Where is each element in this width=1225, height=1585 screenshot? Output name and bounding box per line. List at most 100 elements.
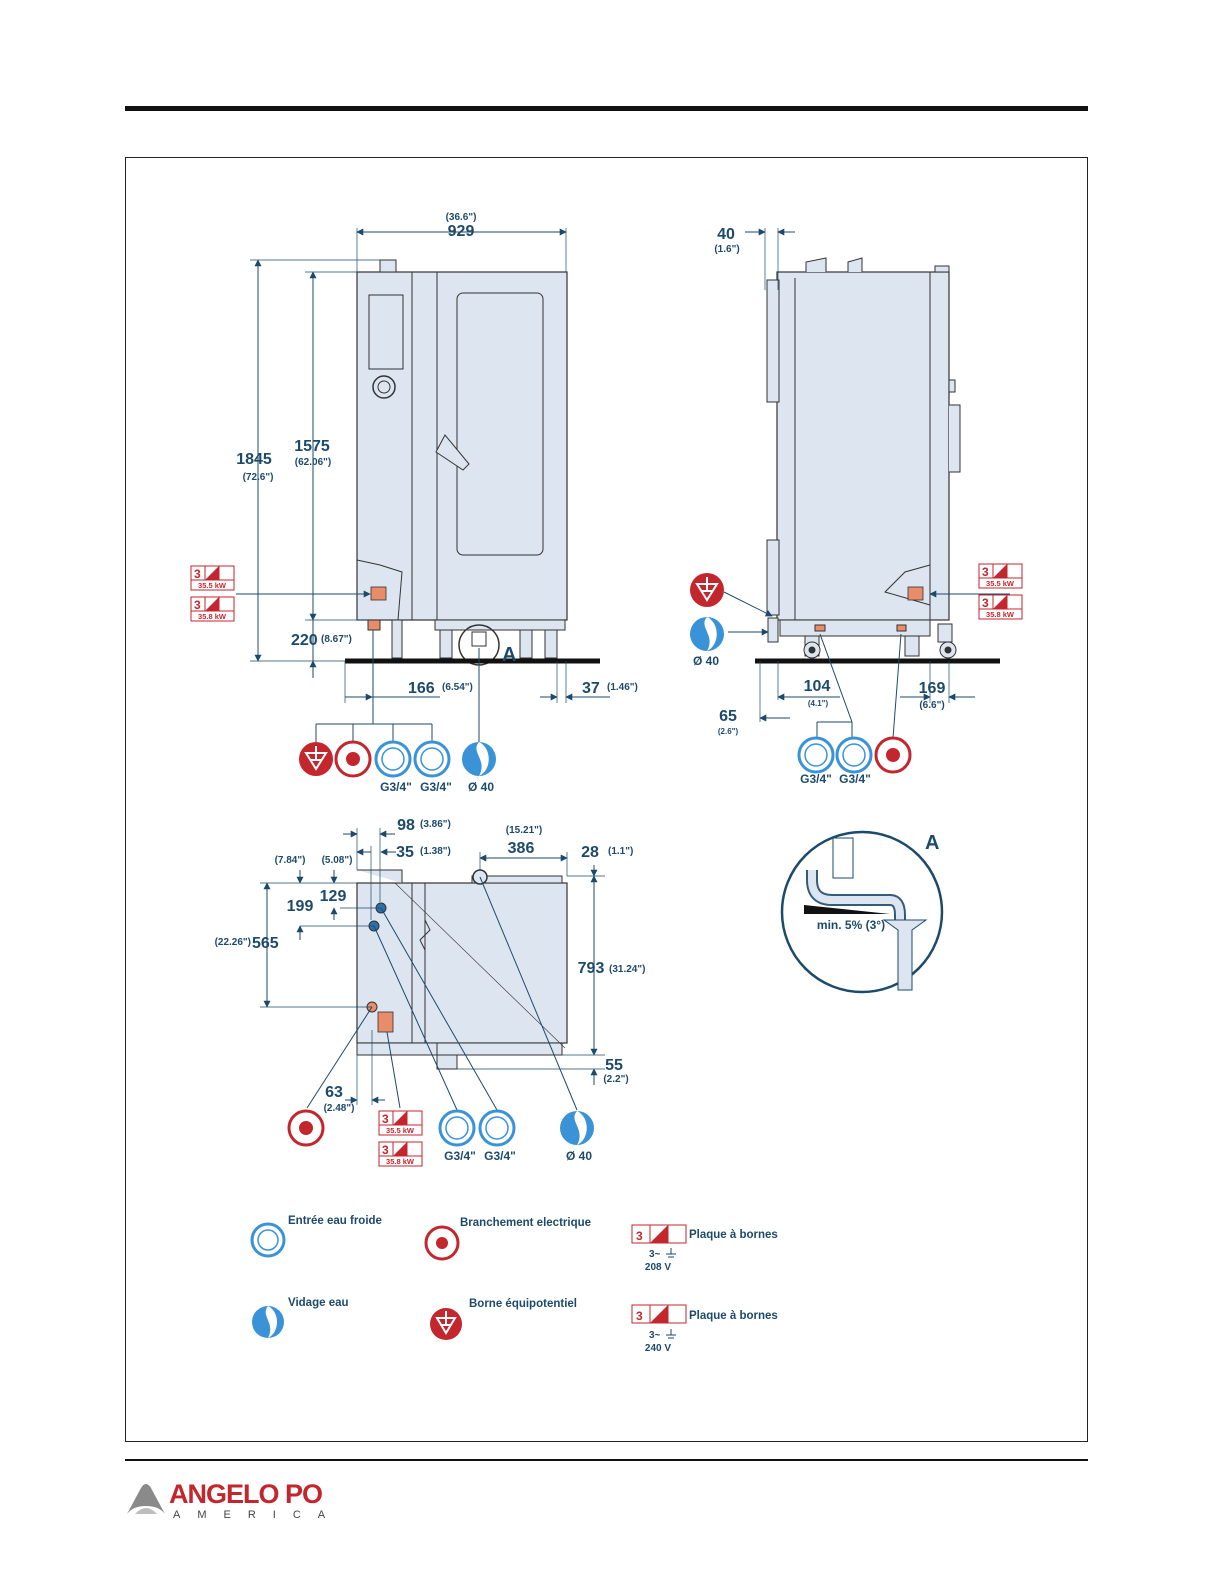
plate-power-2: 35.8 kW (386, 1157, 415, 1166)
legend-cold-water: Entrée eau froide (250, 1215, 382, 1258)
d63-mm-label: 63 (325, 1084, 343, 1101)
terminal-plate-front-2: 3 35.8 kW (190, 596, 235, 622)
top-drain-label: Ø 40 (566, 1149, 592, 1163)
equipotential-icon (299, 742, 333, 776)
side-right-in-label: (6.6") (919, 700, 944, 711)
top-view-labels: 98 (3.86") 35 (1.38") (15.21") 386 28 (1… (215, 817, 646, 1163)
plate-phase: 3 (382, 1143, 389, 1157)
d63-in-label: (2.48") (324, 1103, 355, 1114)
water-drain-icon (690, 617, 724, 651)
d55-in-label: (2.2") (603, 1074, 628, 1085)
header-rule (125, 106, 1088, 111)
terminal-plate-front-1: 3 35.5 kW (190, 565, 235, 591)
side-view (755, 257, 1000, 664)
d565-mm-label: 565 (252, 935, 279, 952)
side-back-in-label: (2.6") (718, 727, 739, 736)
equipotential-icon (690, 573, 724, 607)
side-water-in-2-label: G3/4" (839, 772, 871, 786)
top-water-in-2-label: G3/4" (484, 1149, 516, 1163)
side-view-labels: 40 (1.6") 65 (2.6") 104 (4.1") 169 (6.6"… (693, 226, 945, 786)
electrical-connection-icon (874, 736, 912, 774)
legend-plate-2-voltage: 240 V (645, 1343, 671, 1354)
detail-a-letter: A (502, 644, 516, 666)
d565-in-label: (22.26") (215, 937, 251, 948)
footer-rule (125, 1459, 1088, 1461)
cold-water-inlet-icon (835, 736, 873, 774)
plate-phase: 3 (636, 1229, 643, 1243)
d55-mm-label: 55 (605, 1057, 623, 1074)
electrical-connection-icon (334, 740, 372, 778)
plate-power-1: 35.5 kW (386, 1126, 415, 1135)
legend-plate-1-phase: 3~ (649, 1249, 661, 1260)
d386-mm-label: 386 (508, 840, 535, 857)
plate-phase: 3 (194, 567, 201, 581)
terminal-plate-top-2: 3 35.8 kW (378, 1141, 423, 1167)
front-water-in-1-label: G3/4" (380, 780, 412, 794)
side-top-mm-label: 40 (717, 226, 735, 243)
cold-water-inlet-icon (797, 736, 835, 774)
d98-mm-label: 98 (397, 817, 415, 834)
width-mm-label: 929 (448, 223, 475, 240)
height-mm-label: 1845 (236, 451, 272, 468)
side-view-dims (723, 228, 1010, 740)
water-drain-icon (560, 1111, 594, 1145)
terminal-plate-side-2: 3 35.8 kW (978, 594, 1023, 620)
cold-water-inlet-icon (478, 1109, 516, 1147)
d793-in-label: (31.24") (609, 964, 645, 975)
cold-water-inlet-icon (374, 740, 412, 778)
cold-water-inlet-icon (413, 740, 451, 778)
legend: Entrée eau froide Branchement electrique… (250, 1215, 778, 1354)
offset-166-mm-label: 166 (408, 680, 435, 697)
drawing-frame (125, 157, 1088, 1442)
offset-166-in-label: (6.54") (442, 682, 473, 693)
door-height-mm-label: 1575 (294, 438, 330, 455)
oven-body-side (776, 271, 950, 621)
legend-equipotential: Borne équipotentiel (430, 1298, 577, 1340)
width-in-label: (36.6") (446, 212, 477, 223)
offset-37-in-label: (1.46") (607, 682, 638, 693)
legend-plate-240: 3 Plaque à bornes 3~ 240 V (631, 1304, 778, 1354)
d793-mm-label: 793 (578, 960, 605, 977)
legend-drain: Vidage eau (252, 1297, 349, 1338)
detail-a: A min. 5% (3°) (780, 830, 944, 994)
top-view-dims (260, 828, 605, 1111)
d28-mm-label: 28 (581, 844, 599, 861)
terminal-plate-top-1: 3 35.5 kW (378, 1110, 423, 1136)
brand-name: ANGELO PO (169, 1479, 323, 1509)
side-water-in-1-label: G3/4" (800, 772, 832, 786)
d199-in-label: (7.84") (275, 855, 306, 866)
front-view-labels: (36.6") 929 1845 (72.6") 1575 (62.06") 2… (236, 212, 638, 794)
control-knob-icon (372, 375, 396, 399)
d129-in-label: (5.08") (322, 855, 353, 866)
brand-logo: ANGELO PO AMERICA (125, 1476, 355, 1536)
legend-cold-water-label: Entrée eau froide (288, 1215, 382, 1227)
side-back-mm-label: 65 (719, 708, 737, 725)
electrical-connection-icon (287, 1109, 325, 1147)
plate-phase: 3 (382, 1112, 389, 1126)
base-height-mm-label: 220 (291, 632, 318, 649)
offset-37-mm-label: 37 (582, 680, 600, 697)
d35-mm-label: 35 (396, 844, 414, 861)
plate-power-1: 35.5 kW (986, 579, 1015, 588)
plate-phase: 3 (982, 565, 989, 579)
door-height-in-label: (62.06") (295, 457, 331, 468)
d98-in-label: (3.86") (420, 819, 451, 830)
legend-electrical-label: Branchement electrique (460, 1217, 591, 1229)
legend-plate-1-voltage: 208 V (645, 1262, 671, 1273)
detail-a-letter: A (925, 832, 939, 854)
legend-equipotential-label: Borne équipotentiel (469, 1298, 577, 1310)
side-mid-mm-label: 104 (804, 678, 831, 695)
d129-mm-label: 129 (320, 888, 347, 905)
height-in-label: (72.6") (243, 472, 274, 483)
brand-mark-icon (127, 1484, 165, 1514)
plate-power-1: 35.5 kW (198, 581, 227, 590)
side-right-mm-label: 169 (919, 680, 946, 697)
legend-plate-2-label: Plaque à bornes (689, 1310, 778, 1322)
plate-phase: 3 (982, 596, 989, 610)
top-water-in-1-label: G3/4" (444, 1149, 476, 1163)
side-mid-in-label: (4.1") (808, 699, 829, 708)
legend-electrical: Branchement electrique (424, 1217, 591, 1261)
terminal-block-side (907, 586, 924, 601)
legend-drain-label: Vidage eau (288, 1297, 349, 1309)
top-view (356, 869, 568, 1070)
